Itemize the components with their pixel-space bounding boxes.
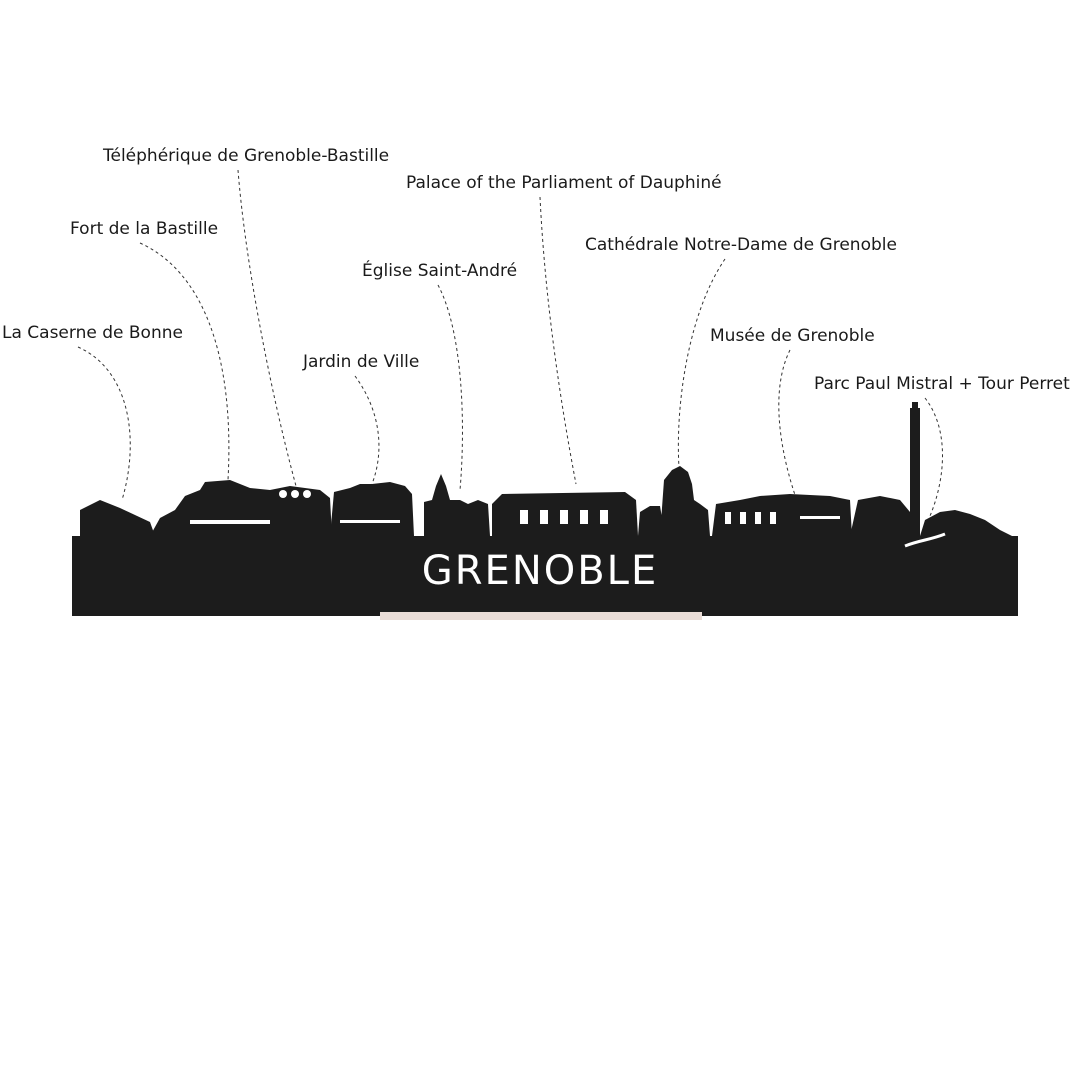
gondola-2 bbox=[291, 490, 299, 498]
jardin-path bbox=[340, 520, 400, 523]
palace-window-4 bbox=[580, 510, 588, 524]
label-caserne: La Caserne de Bonne bbox=[2, 323, 183, 343]
musee-building bbox=[712, 494, 852, 536]
bastille-hill bbox=[150, 480, 332, 536]
label-bastille: Fort de la Bastille bbox=[70, 219, 219, 239]
caserne-building bbox=[80, 500, 155, 536]
musee-window-1 bbox=[725, 512, 731, 524]
label-musee: Musée de Grenoble bbox=[710, 326, 875, 346]
small-buildings bbox=[638, 506, 665, 536]
parc-path bbox=[904, 532, 946, 548]
palace-window-3 bbox=[560, 510, 568, 524]
label-palace: Palace of the Parliament of Dauphiné bbox=[406, 173, 722, 193]
leader-telepherique bbox=[237, 169, 297, 487]
leader-musee bbox=[778, 349, 796, 496]
musee-window-2 bbox=[740, 512, 746, 524]
leader-palace bbox=[539, 196, 577, 485]
jardin-buildings bbox=[330, 482, 414, 536]
stand bbox=[380, 612, 702, 620]
leader-bastille bbox=[139, 242, 230, 481]
leader-eglise bbox=[437, 284, 463, 491]
tour-perret bbox=[910, 408, 920, 536]
eglise-tower bbox=[424, 474, 490, 536]
leader-cathedrale bbox=[677, 258, 726, 469]
label-parc: Parc Paul Mistral + Tour Perret bbox=[814, 374, 1070, 394]
gondola-1 bbox=[279, 490, 287, 498]
parc-trees bbox=[850, 496, 918, 536]
label-jardin: Jardin de Ville bbox=[303, 352, 420, 372]
base-panel bbox=[72, 536, 1018, 616]
musee-window-3 bbox=[755, 512, 761, 524]
musee-window-5 bbox=[800, 516, 840, 519]
parc-right bbox=[920, 510, 1012, 536]
leader-jardin bbox=[354, 375, 380, 485]
label-cathedrale: Cathédrale Notre-Dame de Grenoble bbox=[585, 235, 897, 255]
palace-window-2 bbox=[540, 510, 548, 524]
skyline-silhouette bbox=[72, 402, 1018, 616]
palace-window-5 bbox=[600, 510, 608, 524]
leader-lines bbox=[77, 169, 943, 517]
cathedrale-tower bbox=[660, 466, 710, 536]
musee-window-4 bbox=[770, 512, 776, 524]
label-eglise: Église Saint-André bbox=[362, 261, 518, 281]
leader-parc bbox=[924, 397, 943, 517]
label-telepherique: Téléphérique de Grenoble-Bastille bbox=[103, 146, 390, 166]
cutouts bbox=[190, 490, 946, 548]
city-name: GRENOBLE bbox=[422, 548, 658, 594]
leader-caserne bbox=[77, 346, 131, 501]
tour-perret-top bbox=[912, 402, 918, 410]
gondola-3 bbox=[303, 490, 311, 498]
bastille-window-strip bbox=[190, 520, 270, 524]
palace-window-1 bbox=[520, 510, 528, 524]
